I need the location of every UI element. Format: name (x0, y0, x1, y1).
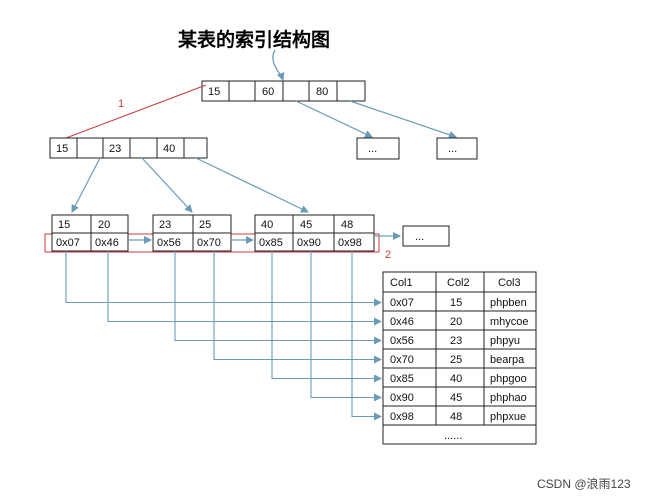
root-key-3: 80 (316, 86, 328, 98)
table-cell-r1-c2: 15 (450, 297, 462, 309)
ellipsis-node-2-text: ... (448, 143, 457, 155)
leaf-node-1: 15 20 0x07 0x46 (51, 214, 129, 252)
table-cell-r5-c1: 0x85 (390, 373, 414, 385)
ellipsis-node-3: ... (402, 225, 450, 247)
table-cell-r7-c2: 48 (450, 411, 462, 423)
level2-key-3: 40 (163, 143, 175, 155)
arrow-level2-to-leaf-2 (141, 157, 193, 213)
leaf-3-pointer-3: 0x98 (338, 237, 362, 249)
ellipsis-node-1: ... (356, 137, 400, 160)
annotation-label-1: 1 (118, 98, 124, 110)
table-cell-r1-c3: phpben (490, 297, 527, 309)
table-cell-r3-c3: phpyu (490, 335, 520, 347)
table-cell-r6-c1: 0x90 (390, 392, 414, 404)
ellipsis-node-3-text: ... (415, 231, 424, 243)
table-cell-r4-c1: 0x70 (390, 354, 414, 366)
table-cell-r2-c2: 20 (450, 316, 462, 328)
arrow-root-to-ellipsis-1 (295, 100, 373, 138)
leaf-3-key-2: 45 (300, 219, 312, 231)
pointer-line-6 (310, 251, 382, 402)
table-cell-r5-c3: phpgoo (490, 373, 527, 385)
pointer-line-7 (351, 251, 382, 421)
table-footer: ...... (444, 430, 462, 442)
pointer-line-5 (271, 251, 382, 383)
ellipsis-node-1-text: ... (368, 143, 377, 155)
leaf-2-pointer-1: 0x56 (157, 237, 181, 249)
root-key-1: 15 (208, 86, 220, 98)
leaf-3-pointer-1: 0x85 (259, 237, 283, 249)
pointer-line-4 (213, 251, 382, 364)
table-cell-r7-c3: phpxue (490, 411, 526, 423)
watermark: CSDN @浪雨123 (537, 476, 631, 491)
table-cell-r4-c2: 25 (450, 354, 462, 366)
leaf-3-key-1: 40 (261, 219, 273, 231)
level2-key-1: 15 (56, 143, 68, 155)
leaf-2-pointer-2: 0x70 (197, 237, 221, 249)
leaf-3-pointer-2: 0x90 (297, 237, 321, 249)
root-key-2: 60 (262, 86, 274, 98)
table-cell-r7-c1: 0x98 (390, 411, 414, 423)
leaf-node-3: 40 45 48 0x85 0x90 0x98 (254, 214, 375, 252)
table-rows: 0x07 15 phpben 0x46 20 mhycoe 0x56 23 phpyu 0x70 2… (383, 291, 536, 426)
table-cell-r3-c1: 0x56 (390, 335, 414, 347)
arrow-root-to-ellipsis-2 (349, 100, 457, 139)
level2-node: 15 23 40 (49, 137, 208, 159)
leaf-2-key-2: 25 (199, 219, 211, 231)
diagram-title: 某表的索引结构图 (178, 28, 330, 51)
table-header-col3: Col3 (498, 277, 521, 289)
root-node: 15 60 80 (201, 80, 366, 102)
leaf-3-key-3: 48 (341, 219, 353, 231)
leaf-1-pointer-1: 0x07 (56, 237, 80, 249)
table-cell-r5-c2: 40 (450, 373, 462, 385)
annotation-label-2: 2 (385, 249, 391, 261)
leaf-1-key-1: 15 (58, 219, 70, 231)
leaf-1-key-2: 20 (98, 219, 110, 231)
leaf-node-2: 23 25 0x56 0x70 (152, 214, 232, 252)
table-cell-r6-c3: phphao (490, 392, 527, 404)
table-cell-r3-c2: 23 (450, 335, 462, 347)
leaf-2-key-1: 23 (159, 219, 171, 231)
table-cell-r4-c3: bearpa (490, 354, 525, 366)
table-header-col2: Col2 (447, 277, 470, 289)
pointer-line-2 (107, 251, 382, 326)
table-cell-r2-c1: 0x46 (390, 316, 414, 328)
title-arrow (272, 49, 285, 81)
arrow-level2-to-leaf-1 (71, 157, 101, 213)
table-cell-r6-c2: 45 (450, 392, 462, 404)
table-cell-r2-c3: mhycoe (490, 316, 529, 328)
arrow-level2-to-leaf-3 (195, 157, 309, 213)
table-cell-r1-c1: 0x07 (390, 297, 414, 309)
level2-key-2: 23 (109, 143, 121, 155)
pointer-lines (65, 251, 382, 421)
pointer-line-1 (65, 251, 382, 307)
ellipsis-node-2: ... (436, 137, 478, 160)
annotation-line-1 (65, 84, 207, 139)
leaf-1-pointer-2: 0x46 (95, 237, 119, 249)
table-header-col1: Col1 (390, 277, 413, 289)
pointer-line-3 (174, 251, 382, 345)
